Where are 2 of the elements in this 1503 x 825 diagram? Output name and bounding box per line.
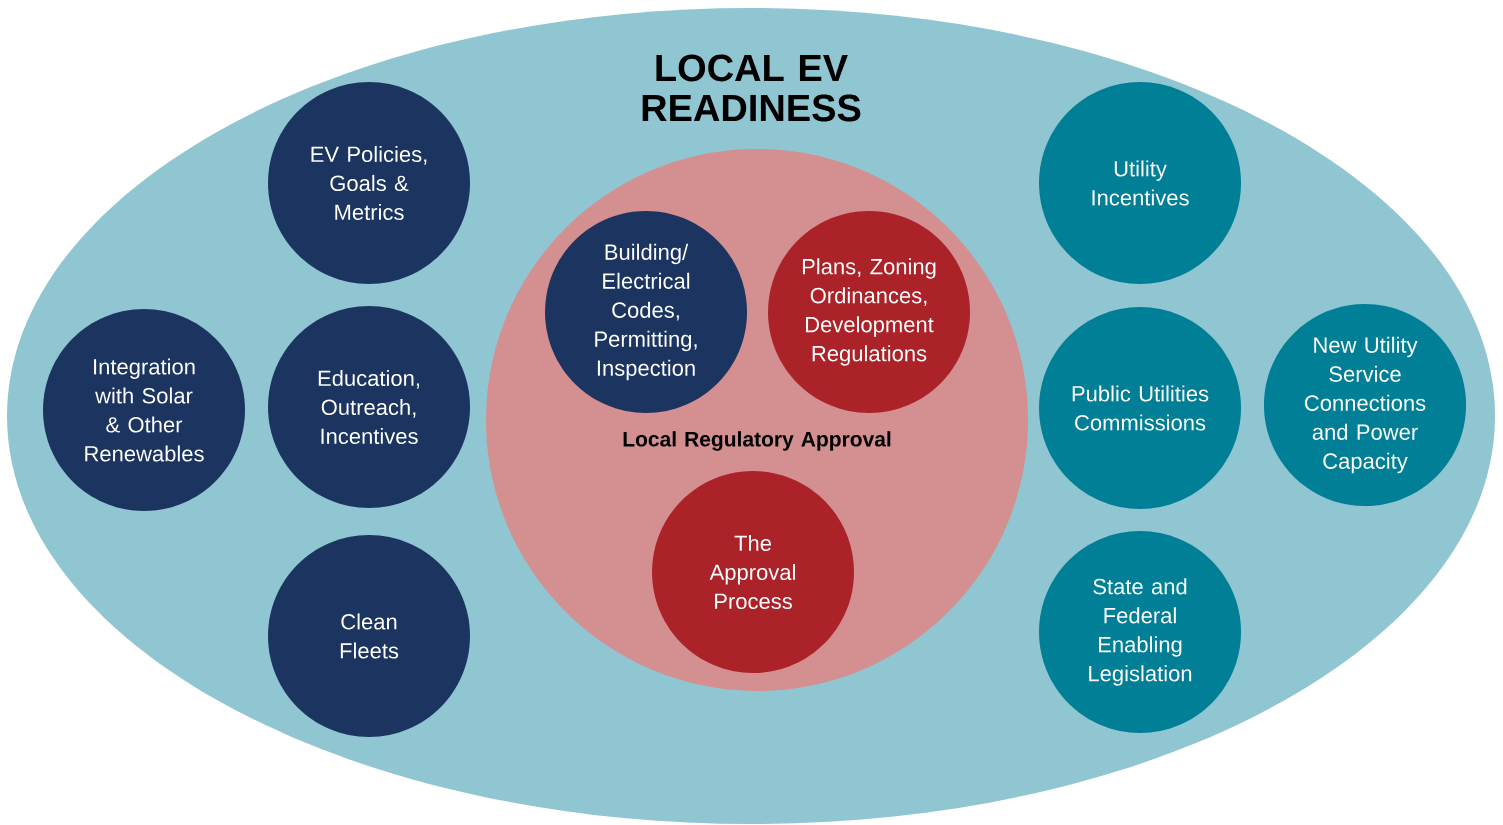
title-text: LOCAL EV READINESS bbox=[642, 54, 861, 122]
group-label: Local Regulatory Approval bbox=[623, 431, 891, 451]
